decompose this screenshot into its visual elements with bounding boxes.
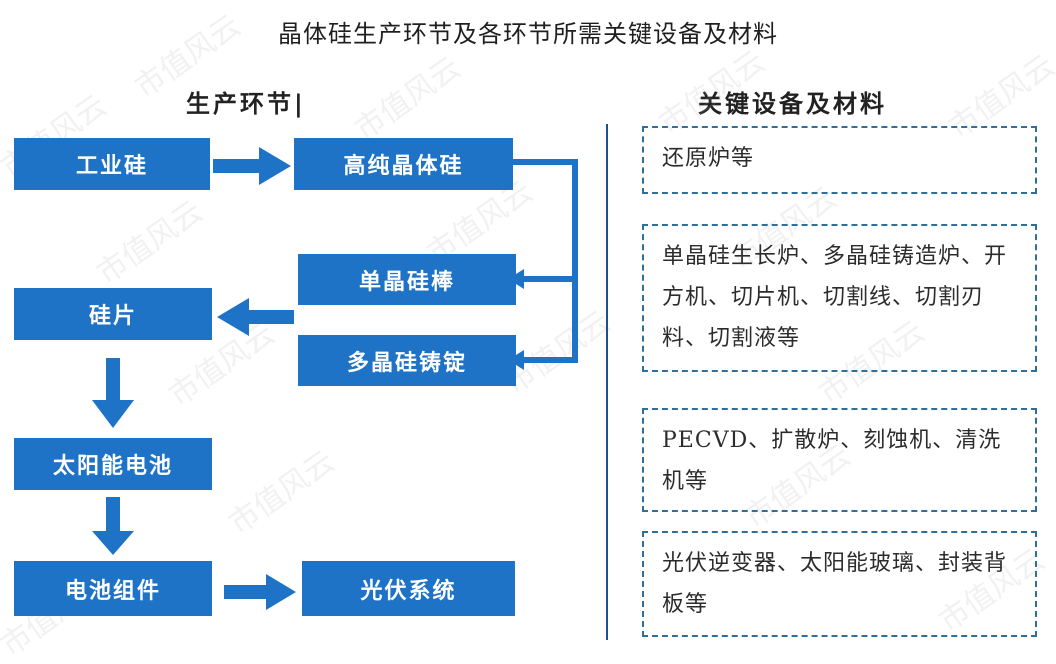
flow-box-silicon-wafer: 硅片	[14, 288, 212, 340]
flow-box-polycrystalline-ingot: 多晶硅铸锭	[298, 335, 516, 386]
flow-box-battery-module: 电池组件	[14, 561, 212, 616]
page-title: 晶体硅生产环节及各环节所需关键设备及材料	[278, 20, 778, 48]
material-box-cell-equipment: PECVD、扩散炉、刻蚀机、清洗机等	[642, 408, 1037, 512]
flow-box-label: 硅片	[88, 304, 137, 329]
watermark: 市值风云	[222, 444, 342, 542]
right-arrow-icon	[213, 147, 291, 185]
flow-box-label: 太阳能电池	[52, 454, 173, 479]
material-text: 还原炉等	[662, 146, 755, 171]
down-arrow-icon	[92, 497, 134, 555]
flow-box-solar-cell: 太阳能电池	[14, 438, 212, 490]
down-arrow-icon	[92, 358, 134, 428]
production-stages-heading: 生产环节|	[186, 90, 306, 118]
flow-box-label: 单晶硅棒	[358, 269, 455, 295]
watermark: 市值风云	[90, 194, 210, 292]
watermark: 市值风云	[348, 50, 468, 148]
material-box-reduction-furnace: 还原炉等	[642, 126, 1037, 194]
flow-box-high-purity-crystal-silicon: 高纯晶体硅	[294, 138, 513, 190]
flow-box-monocrystalline-rod: 单晶硅棒	[298, 254, 516, 305]
material-box-silicon-processing: 单晶硅生长炉、多晶硅铸造炉、开方机、切片机、切割线、切割刃料、切割液等	[642, 224, 1037, 372]
equipment-materials-heading: 关键设备及材料	[698, 90, 887, 118]
branch-arrow-icon	[508, 159, 578, 370]
flow-box-label: 多晶硅铸锭	[346, 350, 467, 376]
flow-box-pv-system: 光伏系统	[302, 561, 515, 616]
flow-box-label: 电池组件	[64, 578, 161, 604]
flow-box-industrial-silicon: 工业硅	[14, 138, 210, 190]
column-divider	[606, 124, 608, 640]
material-text: 单晶硅生长炉、多晶硅铸造炉、开方机、切片机、切割线、切割刃料、切割液等	[662, 244, 1008, 351]
left-arrow-icon	[217, 298, 294, 336]
right-arrow-icon	[224, 574, 296, 610]
material-text: 光伏逆变器、太阳能玻璃、封装背板等	[662, 551, 1008, 617]
flow-box-label: 光伏系统	[360, 578, 457, 604]
flow-box-label: 工业硅	[75, 154, 148, 179]
material-text: PECVD、扩散炉、刻蚀机、清洗机等	[662, 428, 1002, 494]
flow-box-label: 高纯晶体硅	[343, 154, 464, 179]
material-box-module-materials: 光伏逆变器、太阳能玻璃、封装背板等	[642, 531, 1037, 637]
